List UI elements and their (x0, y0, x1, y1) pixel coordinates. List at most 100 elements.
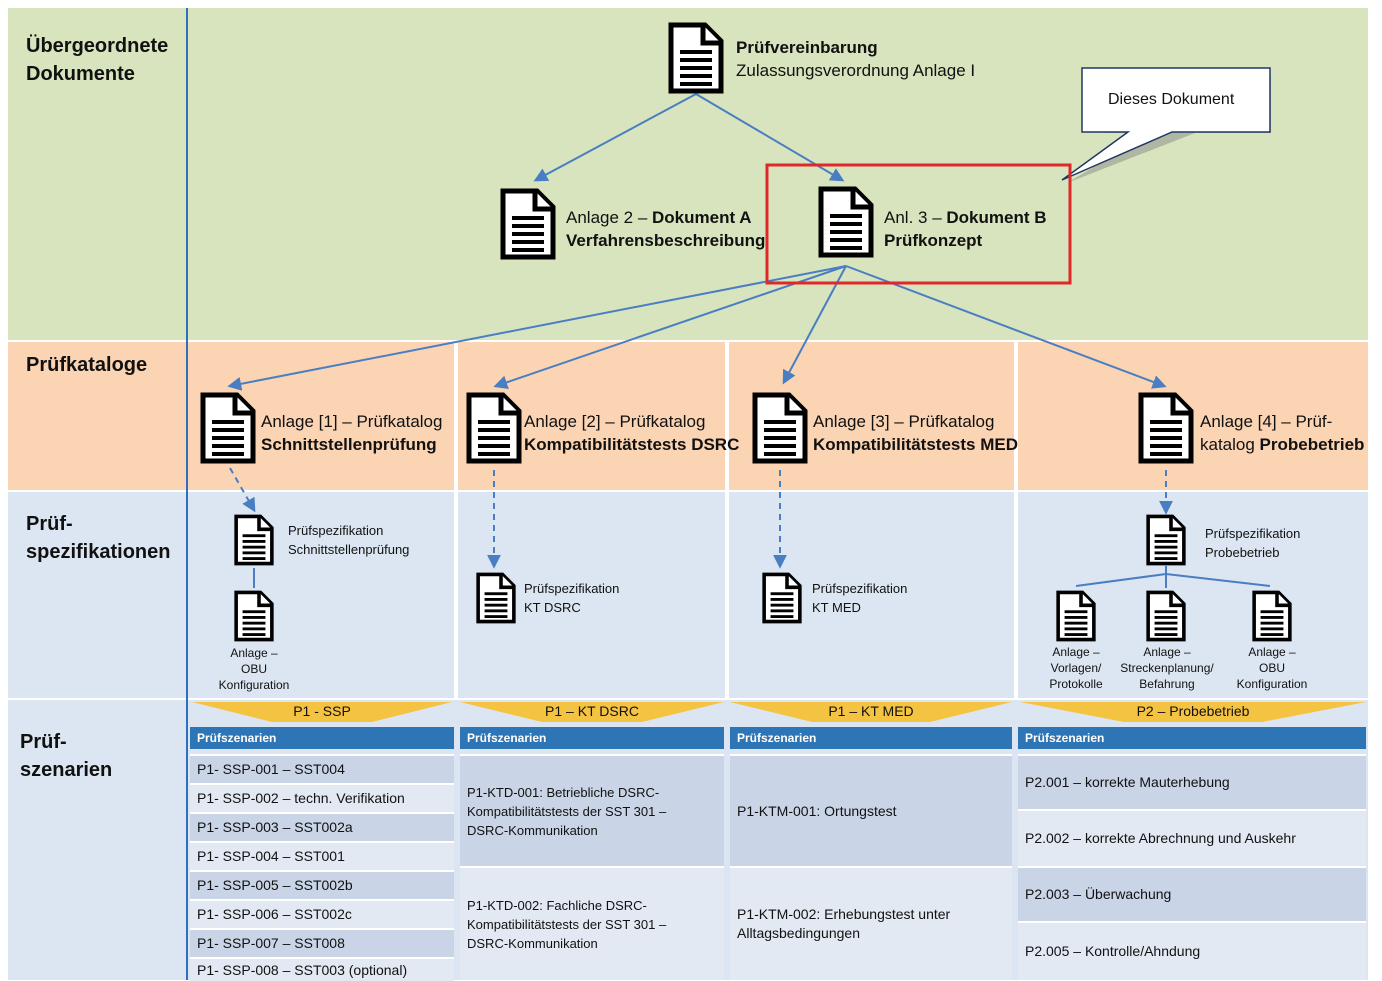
table-row: P2.005 – Kontrolle/Ahndung (1018, 921, 1366, 980)
annex-obu-col1-l1: Anlage – (230, 646, 278, 660)
med-row1-l1: P1-KTM-001: Ortungstest (737, 802, 897, 819)
annex-obu-col4-label: Anlage – OBU Konfiguration (1226, 644, 1318, 692)
spec-1-line1: Prüfspezifikation (288, 523, 384, 538)
arrow-top-to-doc-b (695, 93, 845, 182)
document-icon-spec-4 (1146, 514, 1186, 566)
spec-3-line1: Prüfspezifikation (812, 581, 908, 596)
table-row: P1-KTM-002: Erhebungstest unter Alltagsb… (730, 866, 1012, 980)
spec-4-line1: Prüfspezifikation (1205, 526, 1301, 541)
med-row2-l1: P1-KTM-002: Erhebungstest unter (737, 906, 951, 922)
doc-b-prefix: Anl. 3 – (884, 208, 947, 227)
table-kt-med: Prüfszenarien P1-KTM-001: Ortungstest P1… (730, 727, 1012, 980)
spec-3-line2: KT MED (812, 600, 861, 615)
annex-vorlagen-l2: Vorlagen/ (1050, 661, 1102, 675)
document-icon-catalog-2 (469, 395, 519, 461)
doc-a-title: Dokument A (652, 208, 752, 227)
table-ssp-header: Prüfszenarien (190, 727, 454, 749)
dashed-arrow-col1 (229, 467, 256, 513)
table-row: P2.003 – Überwachung (1018, 866, 1366, 921)
annex-strecken-label: Anlage – Streckenplanung/ Befahrung (1110, 644, 1224, 692)
catalog-4-label: Anlage [4] – Prüf- katalog Probebetrieb (1200, 410, 1364, 456)
section-uebergeordnete-dokumente: Übergeordnete Dokumente (26, 35, 169, 85)
document-icon-catalog-3 (755, 395, 805, 461)
spec-4-line2: Probebetrieb (1205, 545, 1280, 560)
doc-a-label: Anlage 2 – Dokument A Verfahrensbeschrei… (566, 206, 765, 252)
catalog-4-title: Probebetrieb (1259, 435, 1365, 454)
document-icon-doc-b (821, 189, 871, 255)
catalog-4-line1: Anlage [4] – Prüf- (1200, 412, 1333, 431)
callout-text: Dieses Dokument (1108, 91, 1235, 108)
dsrc-row2-l1: P1-KTD-002: Fachliche DSRC- (467, 897, 647, 913)
spec-2-label: Prüfspezifikation KT DSRC (524, 579, 619, 617)
table-row: P2.002 – korrekte Abrechnung und Auskehr (1018, 809, 1366, 866)
chevron-shape-2 (460, 702, 724, 722)
dsrc-row2-l2: Kompatibilitätstests der SST 301 – (467, 916, 667, 932)
arrow-b-to-cat1 (227, 265, 847, 391)
arrow-top-to-doc-a (533, 93, 697, 182)
section-pruefszenarien: Prüf- szenarien (20, 731, 113, 781)
callout-box (1061, 67, 1271, 181)
table-probe-header: Prüfszenarien (1018, 727, 1366, 749)
arrow-b-to-cat2 (493, 265, 847, 389)
document-icon-doc-a (503, 191, 553, 257)
top-document-subtitle: Zulassungsverordnung Anlage I (736, 61, 976, 80)
annex-obu-col1-l3: Konfiguration (218, 678, 290, 692)
dsrc-row1-l1: P1-KTD-001: Betriebliche DSRC- (467, 784, 660, 800)
table-probebetrieb: Prüfszenarien P2.001 – korrekte Mauterhe… (1018, 727, 1366, 980)
table-row: P1- SSP-004 – SST001 (190, 841, 454, 870)
document-icon-annex-vorlagen (1056, 590, 1096, 642)
chevron-shape-4 (1020, 702, 1366, 722)
annex-strecken-l2: Streckenplanung/ (1120, 661, 1214, 675)
annex-obu-col4-l2: OBU (1258, 661, 1285, 675)
catalog-1-line1: Anlage [1] – Prüfkatalog (261, 412, 443, 431)
document-icon-annex-obu-1 (234, 590, 274, 642)
catalog-2-line1: Anlage [2] – Prüfkatalog (524, 412, 706, 431)
catalog-2-label: Anlage [2] – Prüfkatalog Kompatibilitäts… (524, 410, 739, 456)
section-pruefkataloge: Prüfkataloge (26, 354, 148, 376)
annex-vorlagen-l1: Anlage – (1052, 645, 1100, 659)
table-row: P1-KTM-001: Ortungstest (730, 754, 1012, 866)
spec-4-label: Prüfspezifikation Probebetrieb (1205, 524, 1300, 562)
document-icon-catalog-1 (203, 395, 253, 461)
annex-obu-col4-l3: Konfiguration (1236, 677, 1308, 691)
catalog-1-label: Anlage [1] – Prüfkatalog Schnittstellenp… (261, 410, 442, 456)
dsrc-row2-l3: DSRC-Kommunikation (467, 935, 598, 951)
annex-obu-col1-label: Anlage – OBU Konfiguration (204, 645, 304, 693)
connector-col4-branches (1075, 572, 1271, 587)
chevron-label-kt-med: P1 – KT MED (828, 703, 914, 719)
chevron-label-ssp: P1 - SSP (293, 703, 351, 719)
catalog-1-title: Schnittstellenprüfung (261, 435, 437, 454)
med-row2-l2: Alltagsbedingungen (737, 925, 860, 941)
table-row: P1-KTD-001: Betriebliche DSRC- Kompatibi… (460, 754, 724, 866)
document-icon-annex-obu-4 (1252, 590, 1292, 642)
document-icon-spec-1 (234, 514, 274, 566)
arrow-b-to-cat3 (782, 265, 847, 385)
catalog-2-title: Kompatibilitätstests DSRC (524, 435, 740, 454)
section-pruefspezifikationen: Prüf- spezifikationen (26, 513, 171, 563)
spec-1-label: Prüfspezifikation Schnittstellenprüfung (288, 521, 409, 559)
table-kt-dsrc: Prüfszenarien P1-KTD-001: Betriebliche D… (460, 727, 724, 980)
catalog-4-prefix: katalog (1200, 435, 1260, 454)
document-icon-spec-3 (762, 572, 802, 624)
spec-2-line1: Prüfspezifikation (524, 581, 620, 596)
table-row: P1- SSP-003 – SST002a (190, 812, 454, 841)
top-document-title: Prüfvereinbarung (736, 38, 878, 57)
document-icon-spec-2 (476, 572, 516, 624)
table-med-header: Prüfszenarien (730, 727, 1012, 749)
table-row: P1- SSP-008 – SST003 (optional) (190, 957, 454, 981)
chevron-label-probebetrieb: P2 – Probebetrieb (1136, 703, 1250, 719)
table-row: P1- SSP-002 – techn. Verifikation (190, 783, 454, 812)
table-row: P1- SSP-005 – SST002b (190, 870, 454, 899)
doc-a-prefix: Anlage 2 – (566, 208, 653, 227)
annex-vorlagen-label: Anlage – Vorlagen/ Protokolle (1036, 644, 1116, 692)
annex-obu-col1-l2: OBU (240, 662, 267, 676)
doc-b-subtitle: Prüfkonzept (884, 231, 983, 250)
annex-strecken-l1: Anlage – (1143, 645, 1191, 659)
spec-1-line2: Schnittstellenprüfung (288, 542, 410, 557)
annex-vorlagen-l3: Protokolle (1049, 677, 1103, 691)
dsrc-row1-l2: Kompatibilitätstests der SST 301 – (467, 803, 667, 819)
spec-3-label: Prüfspezifikation KT MED (812, 579, 907, 617)
table-row: P2.001 – korrekte Mauterhebung (1018, 754, 1366, 809)
table-row: P1- SSP-001 – SST004 (190, 754, 454, 783)
